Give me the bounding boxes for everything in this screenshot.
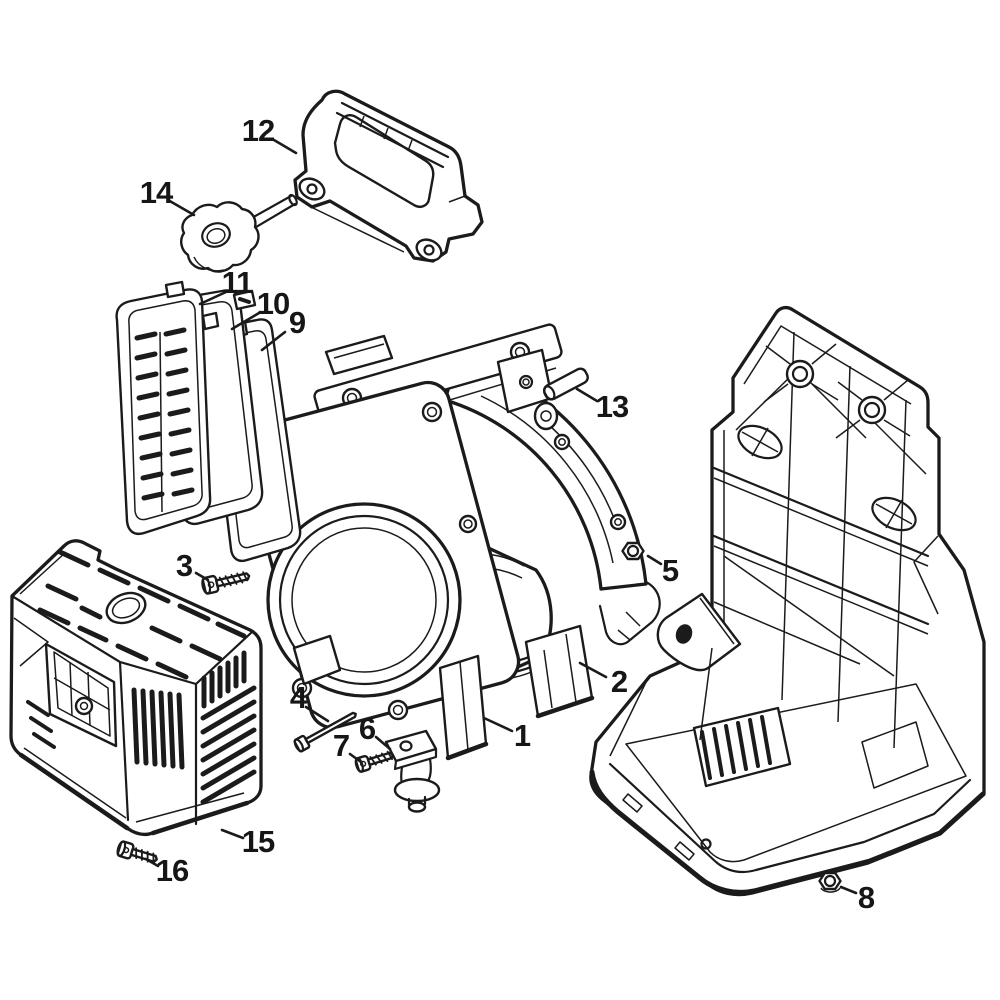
leader-line-13 — [575, 387, 599, 403]
housing-right-foot — [524, 624, 595, 719]
leader-line-11 — [198, 290, 228, 306]
callout-12: 12 — [241, 113, 275, 148]
leader-line-10 — [230, 311, 261, 331]
callout-11: 11 — [221, 265, 254, 300]
callout-8: 8 — [857, 880, 875, 915]
leader-line-6 — [374, 735, 392, 751]
callout-7: 7 — [332, 728, 350, 763]
filter-cover-part11 — [115, 280, 220, 535]
callout-14: 14 — [139, 175, 173, 210]
leader-line-1 — [482, 716, 514, 733]
leader-line-2 — [578, 661, 608, 679]
housing-center-foot — [438, 654, 489, 761]
leader-line-14 — [166, 198, 196, 217]
nut-part8 — [818, 871, 842, 893]
backplate-frame-drawing — [589, 305, 986, 897]
fan-housing-assembly-drawing — [239, 323, 661, 761]
nut-part5 — [621, 541, 645, 561]
callout-4: 4 — [289, 680, 307, 715]
leader-line-4 — [304, 705, 330, 723]
leader-line-5 — [646, 554, 663, 566]
callout-9: 9 — [288, 305, 306, 340]
callout-3: 3 — [175, 548, 193, 583]
leader-lines — [144, 138, 858, 895]
screw-part3 — [201, 571, 251, 595]
engine-cover-part15 — [9, 539, 263, 836]
callout-16: 16 — [155, 853, 189, 888]
pin-part13 — [542, 367, 589, 401]
leader-line-7 — [348, 752, 363, 764]
callout-2: 2 — [610, 664, 628, 699]
leader-line-8 — [839, 885, 858, 895]
callout-5: 5 — [661, 553, 679, 588]
leader-line-15 — [220, 828, 245, 840]
carrying-handle-part12 — [293, 89, 484, 263]
leader-line-12 — [272, 138, 298, 155]
knob-bolt-part14 — [180, 193, 298, 273]
housing-left-leg — [292, 634, 342, 686]
callout-6: 6 — [358, 711, 376, 746]
callout-10: 10 — [256, 286, 290, 321]
screw-part16 — [116, 840, 158, 865]
leader-line-16 — [144, 857, 160, 868]
callout-15: 15 — [241, 824, 275, 859]
rubber-buffer-part6 — [384, 729, 441, 813]
bolt-part4 — [293, 711, 357, 753]
leader-line-3 — [194, 571, 210, 582]
callout-1: 1 — [513, 718, 531, 753]
leader-line-9 — [260, 330, 287, 352]
callout-13: 13 — [595, 389, 629, 424]
